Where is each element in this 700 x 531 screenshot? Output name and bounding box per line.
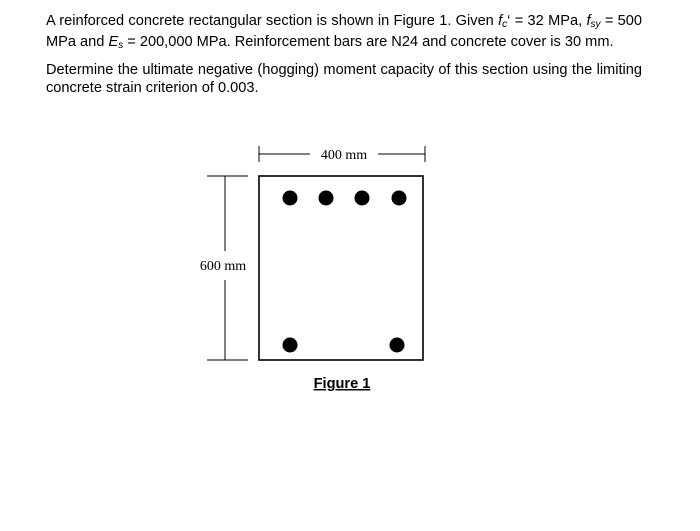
top-bar-2 — [318, 190, 334, 206]
problem-text-part: A reinforced concrete rectangular sectio… — [46, 13, 499, 29]
height-dimension — [207, 175, 248, 361]
height-label: 600 mm — [200, 259, 246, 274]
problem-paragraph-1: A reinforced concrete rectangular sectio… — [46, 13, 642, 54]
es-symbol: E — [108, 33, 119, 50]
fc-symbol: f — [498, 13, 503, 29]
problem-text-part: = 32 MPa, — [510, 13, 587, 29]
width-dimension — [258, 146, 426, 162]
figure-caption: Figure 1 — [314, 376, 371, 392]
bottom-bar-2 — [389, 337, 405, 353]
top-bar-1 — [282, 190, 298, 206]
problem-statement: A reinforced concrete rectangular sectio… — [46, 13, 642, 97]
fsy-symbol: f — [586, 13, 591, 29]
fc-prime: ‘ — [507, 13, 511, 29]
bottom-bar-1 — [282, 337, 298, 353]
top-bar-4 — [391, 190, 407, 206]
fsy-subscript: sy — [590, 19, 601, 30]
top-bar-3 — [354, 190, 370, 206]
es-subscript: s — [118, 39, 124, 51]
concrete-section — [258, 175, 424, 361]
problem-text-part: = 500 MPa and — [46, 13, 642, 50]
problem-text-part: = 200,000 MPa. Reinforcement bars are N2… — [123, 33, 614, 50]
width-label: 400 mm — [321, 148, 367, 163]
fc-subscript: c — [502, 19, 508, 30]
problem-paragraph-2: Determine the ultimate negative (hogging… — [46, 62, 642, 96]
